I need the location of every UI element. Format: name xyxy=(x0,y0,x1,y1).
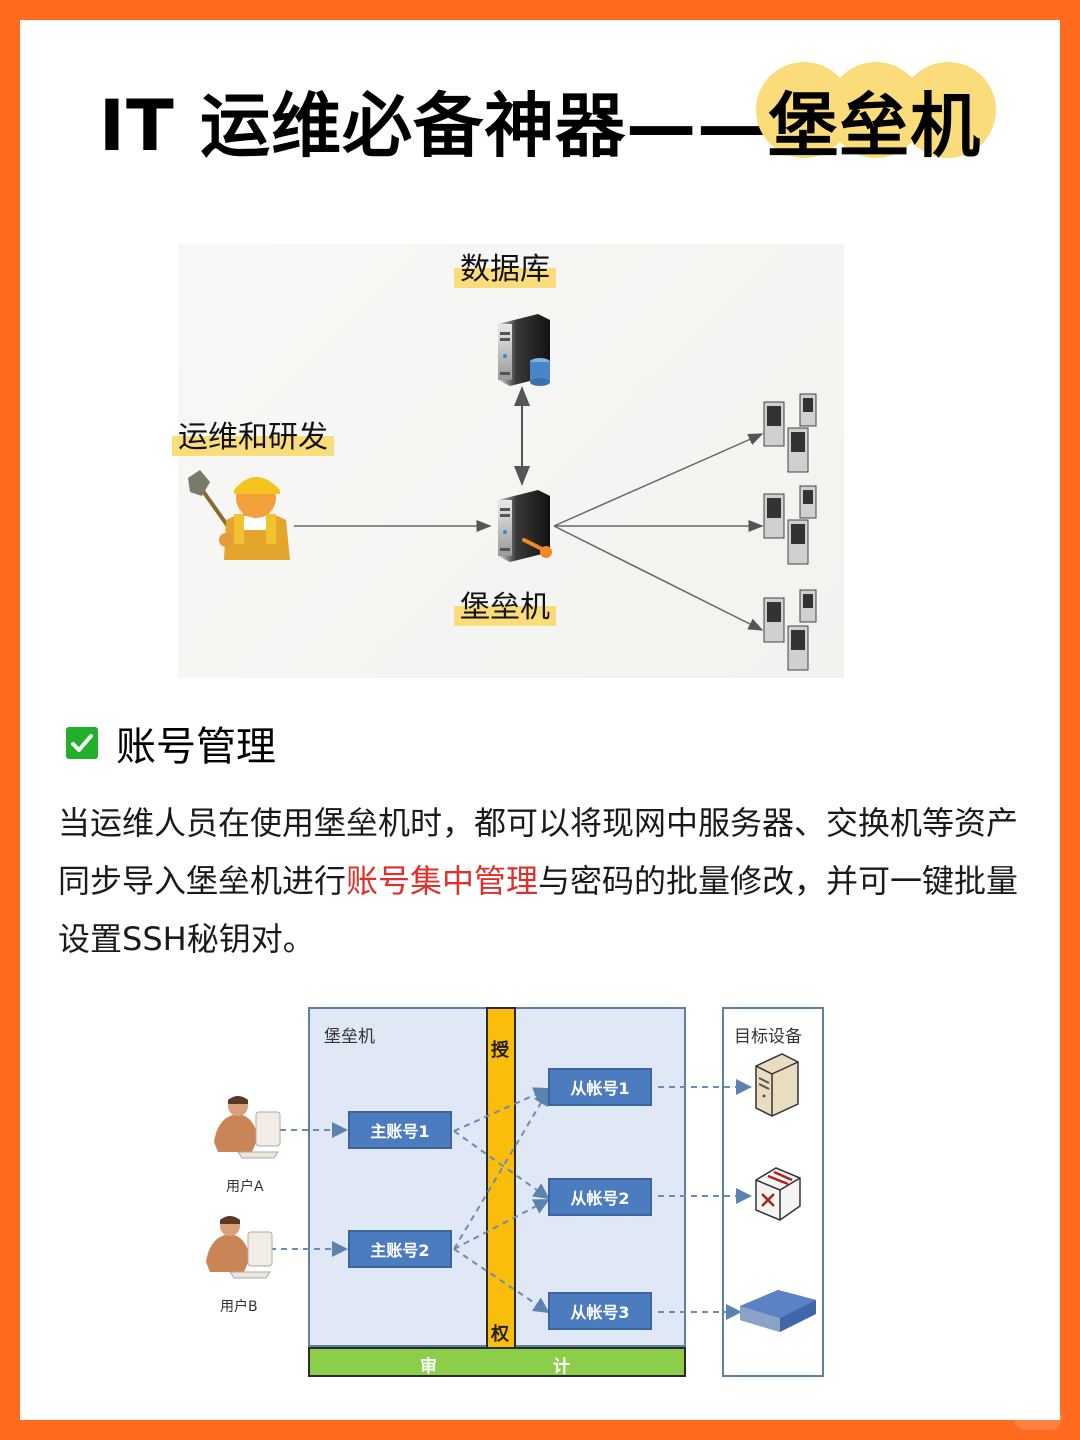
page-title: IT 运维必备神器——堡垒机 xyxy=(0,62,1080,171)
server-cluster-icon xyxy=(763,393,817,671)
ops-dev-label: 运维和研发 xyxy=(172,420,334,456)
highlighted-text: 账号集中管理 xyxy=(346,862,539,900)
master-account-1: 主账号1 xyxy=(348,1111,452,1149)
user-computer-icon xyxy=(206,1216,273,1279)
audit-bar xyxy=(308,1347,686,1377)
section-title: 账号管理 xyxy=(116,724,276,770)
account-management-diagram: 堡垒机 目标设备 授 权 审 计 xyxy=(190,1000,850,1400)
slave-account-3: 从帐号3 xyxy=(548,1292,652,1330)
bastion-topology-diagram: 数据库 运维和研发 堡垒机 xyxy=(172,244,844,678)
watermark-icon xyxy=(1014,1408,1062,1430)
master-account-2: 主账号2 xyxy=(348,1230,452,1268)
title-highlight: 堡垒机 xyxy=(756,62,997,171)
title-prefix: IT 运维必备神器—— xyxy=(98,85,769,167)
green-checkbox-icon xyxy=(66,727,98,759)
user-a-label: 用户A xyxy=(226,1179,264,1195)
bastion-server-key-icon xyxy=(498,490,552,562)
user-computer-icon xyxy=(214,1096,281,1159)
user-b-label: 用户B xyxy=(220,1299,258,1315)
worker-icon xyxy=(188,470,290,560)
bastion-label: 堡垒机 xyxy=(454,590,556,626)
slave-account-1: 从帐号1 xyxy=(548,1068,652,1106)
account-mapping-lines xyxy=(206,1053,816,1332)
rack-server-icon xyxy=(740,1290,816,1332)
target-devices-label: 目标设备 xyxy=(734,1027,802,1047)
authorization-bar xyxy=(486,1007,516,1349)
database-label: 数据库 xyxy=(454,252,556,288)
bastion-box-label: 堡垒机 xyxy=(324,1027,375,1047)
slave-account-2: 从帐号2 xyxy=(548,1178,652,1216)
topology-lines xyxy=(188,314,817,671)
database-server-icon xyxy=(498,314,550,386)
server-tower-icon xyxy=(755,1053,799,1117)
network-switch-icon xyxy=(755,1167,801,1221)
description-paragraph: 当运维人员在使用堡垒机时，都可以将现网中服务器、交换机等资产同步导入堡垒机进行账… xyxy=(58,804,1019,958)
section-heading: 账号管理 xyxy=(66,720,276,770)
